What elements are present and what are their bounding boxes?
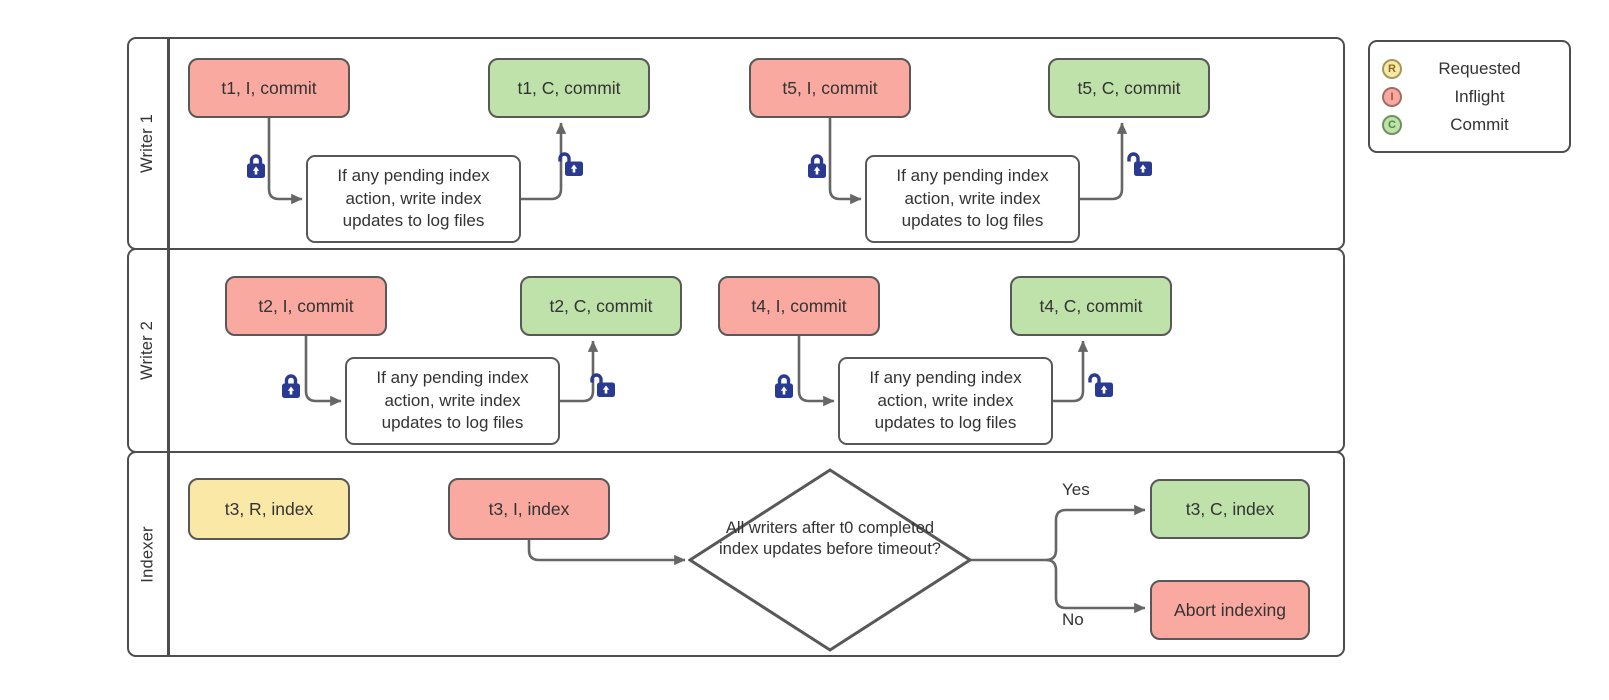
node-t5-inflight: t5, I, commit <box>749 58 911 118</box>
node-t2-inflight: t2, I, commit <box>225 276 387 336</box>
decision-text: All writers after t0 completed index upd… <box>719 519 941 559</box>
legend-label-commit: Commit <box>1450 114 1509 134</box>
legend-label-requested: Requested <box>1438 58 1521 78</box>
lock-open-icon <box>588 371 618 404</box>
process-text-t4: If any pending index action, write index… <box>869 368 1022 433</box>
process-box-t1: If any pending index action, write index… <box>306 155 521 243</box>
decision-diamond <box>687 468 973 652</box>
lock-open-icon <box>556 150 586 183</box>
lane-label-writer-2: Writer 2 <box>138 320 157 381</box>
node-t3-inflight: t3, I, index <box>448 478 610 540</box>
requested-badge-icon: R <box>1382 58 1402 79</box>
lock-closed-icon <box>805 152 829 185</box>
node-t4-inflight: t4, I, commit <box>718 276 880 336</box>
lane-label-writer-1: Writer 1 <box>138 113 157 174</box>
lane-strip-writer-1: Writer 1 <box>129 39 170 248</box>
legend-item-inflight: I Inflight <box>1382 84 1557 109</box>
lock-open-icon <box>1086 371 1116 404</box>
node-t5-commit: t5, C, commit <box>1048 58 1210 118</box>
inflight-badge-icon: I <box>1382 86 1402 107</box>
lock-closed-icon <box>279 372 303 405</box>
process-box-t2: If any pending index action, write index… <box>345 357 560 445</box>
process-text-t5: If any pending index action, write index… <box>896 166 1049 231</box>
node-t2-commit: t2, C, commit <box>520 276 682 336</box>
legend-label-inflight: Inflight <box>1454 86 1505 106</box>
legend-item-commit: C Commit <box>1382 112 1557 137</box>
commit-badge-icon: C <box>1382 114 1402 135</box>
process-box-t5: If any pending index action, write index… <box>865 155 1080 243</box>
edge-label-no: No <box>1062 610 1084 629</box>
node-abort-indexing: Abort indexing <box>1150 580 1310 640</box>
node-t3-commit: t3, C, index <box>1150 479 1310 539</box>
lane-label-indexer: Indexer <box>138 525 157 583</box>
process-text-t1: If any pending index action, write index… <box>337 166 490 231</box>
lock-closed-icon <box>244 152 268 185</box>
node-t3-requested: t3, R, index <box>188 478 350 540</box>
lane-strip-writer-2: Writer 2 <box>129 250 170 451</box>
legend: R Requested I Inflight C Commit <box>1368 40 1571 153</box>
legend-item-requested: R Requested <box>1382 56 1557 81</box>
lock-closed-icon <box>772 372 796 405</box>
lock-open-icon <box>1125 150 1155 183</box>
lane-strip-indexer: Indexer <box>129 453 170 655</box>
node-t1-inflight: t1, I, commit <box>188 58 350 118</box>
process-text-t2: If any pending index action, write index… <box>376 368 529 433</box>
node-t4-commit: t4, C, commit <box>1010 276 1172 336</box>
node-t1-commit: t1, C, commit <box>488 58 650 118</box>
process-box-t4: If any pending index action, write index… <box>838 357 1053 445</box>
edge-label-yes: Yes <box>1062 480 1090 499</box>
